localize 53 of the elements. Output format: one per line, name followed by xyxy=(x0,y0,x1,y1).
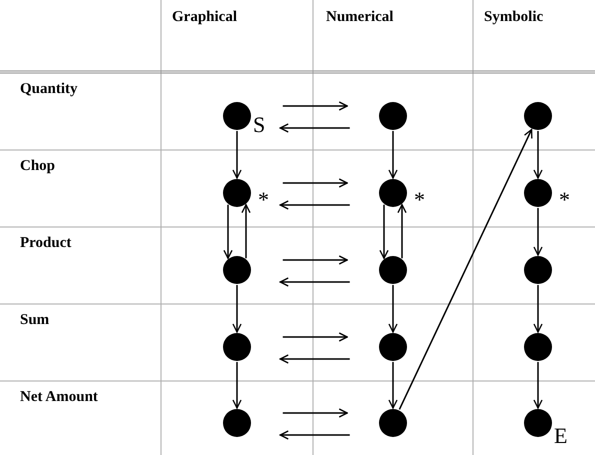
column-header: Numerical xyxy=(326,8,394,26)
arrow xyxy=(388,362,398,409)
node-marker-label: * xyxy=(258,189,269,211)
arrow xyxy=(388,285,398,333)
arrow xyxy=(533,131,543,179)
dot xyxy=(223,179,251,207)
dot xyxy=(524,333,552,361)
arrow xyxy=(398,128,532,410)
arrow xyxy=(282,178,348,188)
arrow xyxy=(282,332,348,342)
dot xyxy=(524,256,552,284)
node-marker-label: * xyxy=(414,189,425,211)
arrow xyxy=(241,204,251,258)
arrow xyxy=(533,208,543,256)
dot xyxy=(223,333,251,361)
dot xyxy=(524,409,552,437)
arrow xyxy=(397,204,407,258)
dot xyxy=(379,256,407,284)
arrow xyxy=(280,430,350,440)
row-header: Chop xyxy=(20,157,56,175)
dot xyxy=(379,102,407,130)
row-header: Sum xyxy=(20,311,50,329)
dot xyxy=(223,102,251,130)
row-header: Product xyxy=(20,234,72,252)
node-marker-label: * xyxy=(559,189,570,211)
dot xyxy=(379,179,407,207)
dot xyxy=(524,179,552,207)
arrow xyxy=(232,362,242,409)
arrow xyxy=(232,131,242,179)
arrow xyxy=(232,285,242,333)
dot xyxy=(524,102,552,130)
arrow xyxy=(280,354,350,364)
arrow xyxy=(280,200,350,210)
node-marker-label: E xyxy=(554,425,568,447)
arrow xyxy=(379,204,389,259)
arrow xyxy=(280,277,350,287)
arrow xyxy=(282,408,348,418)
dot xyxy=(223,256,251,284)
node-marker-label: S xyxy=(253,114,266,136)
column-header: Symbolic xyxy=(484,8,544,26)
dot xyxy=(223,409,251,437)
arrow xyxy=(533,285,543,333)
arrow xyxy=(282,101,348,111)
row-header: Quantity xyxy=(20,80,78,98)
arrow xyxy=(282,255,348,265)
dot xyxy=(379,333,407,361)
arrow xyxy=(388,131,398,179)
arrow xyxy=(533,362,543,409)
arrow xyxy=(280,123,350,133)
arrow xyxy=(223,204,233,259)
dot xyxy=(379,409,407,437)
row-header: Net Amount xyxy=(20,388,98,406)
column-header: Graphical xyxy=(172,8,238,26)
